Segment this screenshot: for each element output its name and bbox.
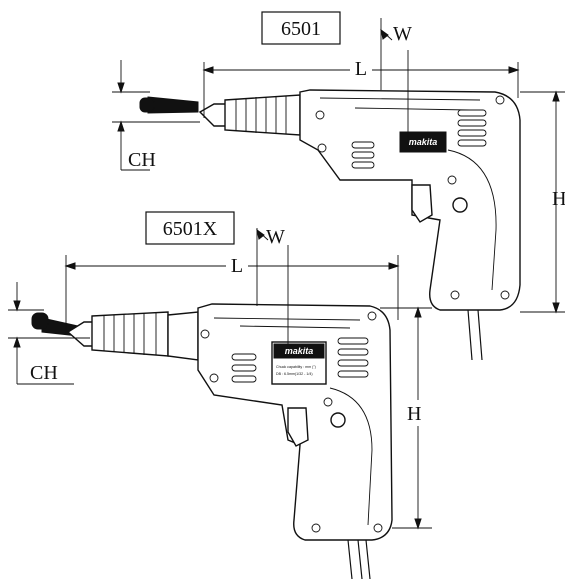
label-center-height: CH bbox=[30, 362, 58, 384]
model-name-6501x: 6501X bbox=[163, 218, 218, 240]
model-label-box-6501x: 6501X bbox=[145, 211, 235, 245]
dimension-length-6501: L bbox=[202, 54, 520, 118]
bit-tip bbox=[139, 97, 155, 113]
dimension-height-6501: H bbox=[520, 90, 565, 314]
power-cord bbox=[347, 539, 371, 579]
dimension-width-6501x: W bbox=[256, 226, 289, 345]
vent-slots bbox=[231, 337, 369, 383]
label-height: H bbox=[407, 403, 421, 425]
brand-plate bbox=[399, 131, 447, 153]
label-width: W bbox=[393, 23, 412, 45]
lock-button bbox=[452, 197, 468, 213]
drill-body-6501x: makita Chuck capability : mm (") DB : 6.… bbox=[31, 303, 393, 579]
dimension-width-6501: W bbox=[380, 18, 412, 140]
drill-body-6501: makita bbox=[139, 89, 521, 361]
model-label-box-6501: 6501 bbox=[261, 11, 341, 45]
brand-text: makita bbox=[285, 346, 314, 356]
power-cord bbox=[467, 309, 483, 361]
drill-bit bbox=[147, 96, 199, 114]
dimension-length-6501x: L bbox=[64, 252, 400, 335]
chuck bbox=[91, 311, 169, 357]
plate-line-1: Chuck capability : mm (") bbox=[276, 365, 316, 369]
nose-collar bbox=[167, 311, 199, 361]
dimension-center-height-6501: CH bbox=[112, 60, 200, 171]
vent-slots bbox=[351, 109, 487, 169]
plate-line-2: DB : 6.5mm(1/32 - 1/4) bbox=[276, 372, 313, 376]
lock-button bbox=[330, 412, 346, 428]
trigger bbox=[287, 407, 309, 447]
model-name-6501: 6501 bbox=[281, 18, 321, 40]
bit-tip bbox=[31, 312, 49, 330]
brand-text: makita bbox=[409, 137, 438, 147]
label-center-height: CH bbox=[128, 149, 156, 171]
label-length: L bbox=[231, 255, 243, 277]
label-height: H bbox=[552, 188, 565, 210]
model-box-frame bbox=[145, 211, 235, 245]
label-length: L bbox=[355, 58, 367, 80]
dimension-height-6501x: H bbox=[380, 306, 432, 530]
brand-plate bbox=[273, 343, 325, 359]
drill-6501: 6501 makita bbox=[112, 11, 565, 361]
motor-housing bbox=[299, 89, 521, 311]
drill-6501x: 6501X makita Chuck capab bbox=[8, 211, 432, 579]
trigger bbox=[411, 184, 433, 223]
label-width: W bbox=[266, 226, 285, 248]
model-box-frame bbox=[261, 11, 341, 45]
dimension-center-height-6501x: CH bbox=[8, 282, 90, 385]
